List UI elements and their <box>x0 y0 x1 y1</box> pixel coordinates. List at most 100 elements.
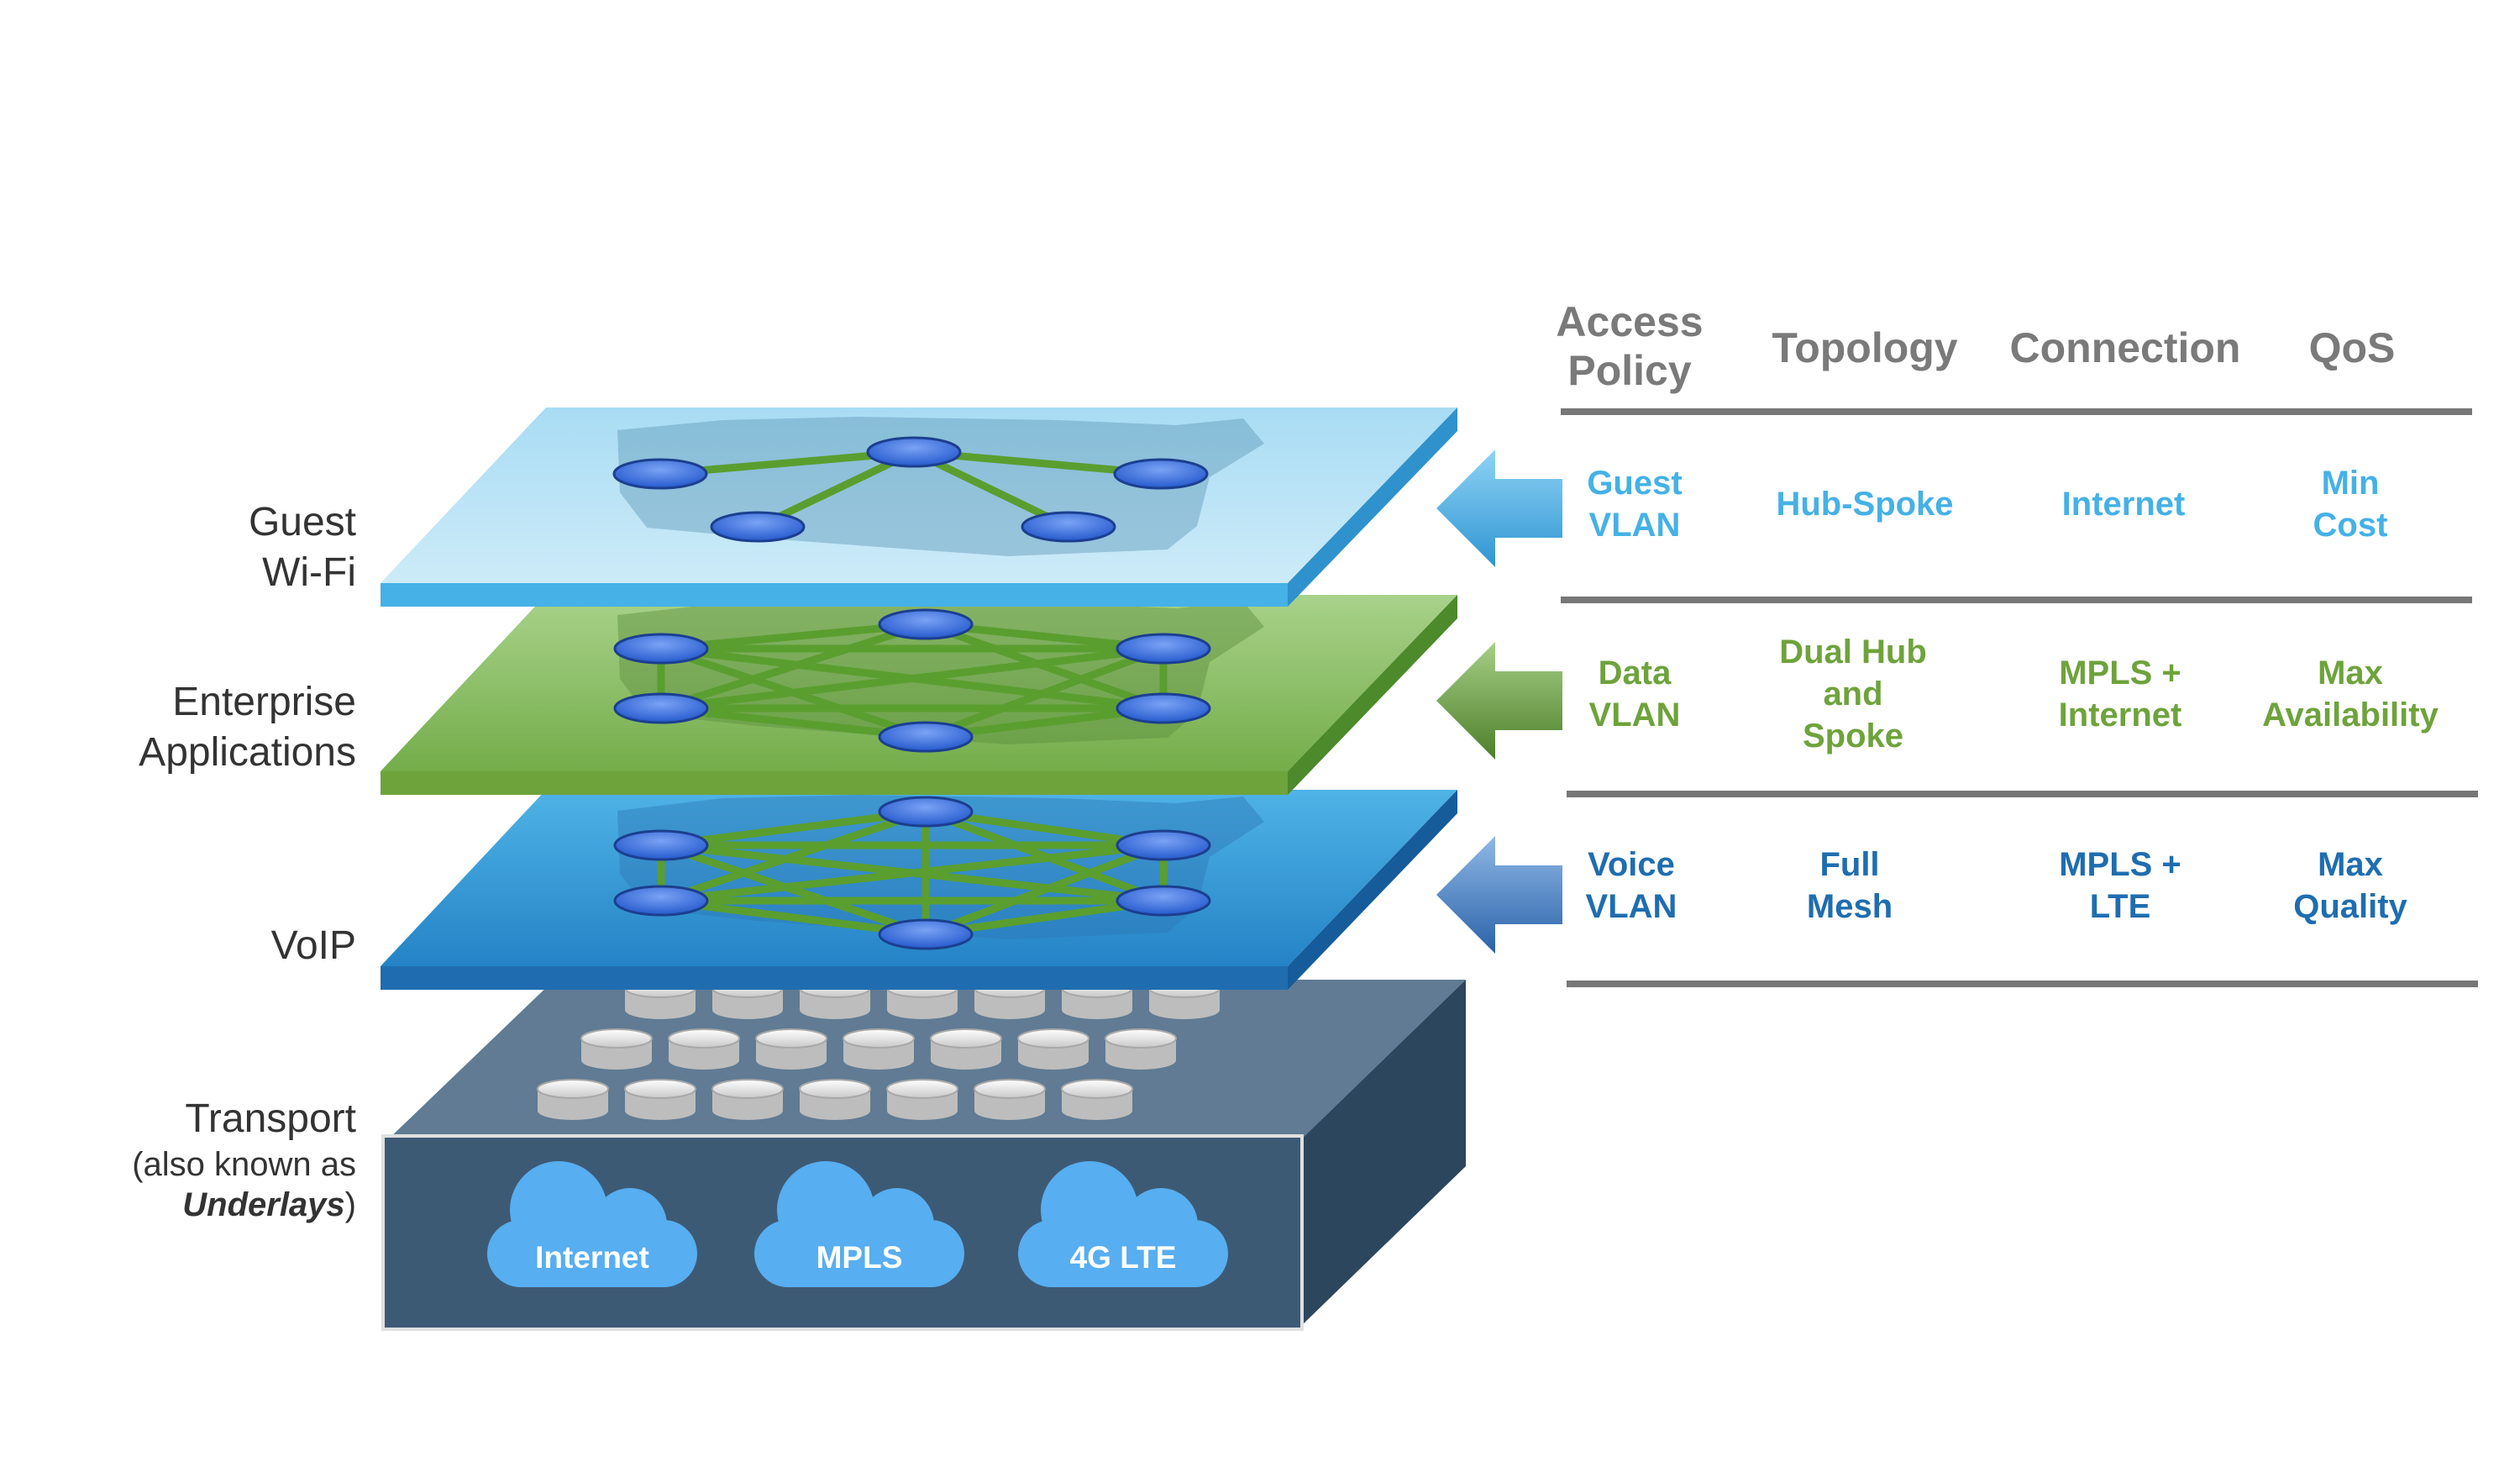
label-line: Enterprise <box>172 680 356 724</box>
router-disk-base <box>1062 1102 1132 1120</box>
enterprise-layer <box>381 595 1457 795</box>
cell-guest-wifi-access: Guest VLAN <box>1509 462 1761 546</box>
label-line: Wi-Fi <box>262 550 356 595</box>
cell-enterprise-connection: MPLS + Internet <box>1994 652 2246 736</box>
arrow-icon <box>1436 836 1562 954</box>
router-disk-base <box>887 1001 958 1019</box>
cell-line: VLAN <box>1588 697 1681 734</box>
enterprise-plane-front <box>381 771 1288 795</box>
voip-plane-side <box>1288 790 1457 990</box>
network-node <box>1116 885 1211 917</box>
enterprise-network <box>613 608 1211 753</box>
cell-line: MPLS + <box>2059 846 2181 883</box>
cloud-label-mpls: MPLS <box>816 1240 903 1275</box>
router-disk-base <box>1149 1001 1220 1019</box>
cell-line: Voice <box>1588 846 1675 883</box>
header-line: Policy <box>1567 347 1692 394</box>
label-line: Applications <box>139 730 356 775</box>
cell-line: MPLS + <box>2059 655 2181 691</box>
router-disk-top <box>711 1079 784 1099</box>
table-rule <box>1567 791 2478 797</box>
table-rule <box>1561 408 2472 415</box>
network-node <box>613 633 709 665</box>
network-node <box>1116 829 1211 861</box>
network-node <box>878 721 974 753</box>
transport-layer <box>381 978 1466 1331</box>
label-enterprise: Enterprise Applications <box>139 677 356 778</box>
network-link <box>657 841 1168 905</box>
underlays-term: Underlays <box>182 1186 345 1223</box>
network-node <box>1116 633 1211 665</box>
network-node <box>613 829 709 861</box>
header-topology: Topology <box>1772 324 1958 371</box>
table-rule <box>1561 597 2472 603</box>
label-line: VoIP <box>270 923 356 968</box>
router-disk-top <box>1061 1079 1133 1099</box>
network-node <box>710 511 806 543</box>
wifi-plane-side <box>1288 408 1457 607</box>
router-disk-base <box>800 1001 870 1019</box>
header-line: Access <box>1556 298 1704 345</box>
transport-clouds <box>487 1161 1228 1287</box>
router-disk-top <box>624 1079 696 1099</box>
router-disk-base <box>712 1102 783 1120</box>
cell-guest-wifi-connection: Internet <box>1998 483 2250 525</box>
cell-line: Internet <box>2061 486 2186 523</box>
router-disk-base <box>625 1102 696 1120</box>
router-disk-top <box>974 1079 1046 1099</box>
voip-layer <box>381 790 1457 990</box>
router-disk-base <box>625 1001 696 1019</box>
wifi-network <box>612 436 1209 543</box>
router-disk-base <box>538 1102 608 1120</box>
router-disk-top <box>668 1028 740 1049</box>
router-disk-top <box>799 1079 871 1099</box>
router-disk-base <box>669 1051 739 1070</box>
cell-line: LTE <box>2089 888 2151 925</box>
voip-network <box>613 796 1211 950</box>
network-node <box>866 436 962 468</box>
cloud-body <box>487 1220 697 1287</box>
router-disk-top <box>1017 1028 1089 1049</box>
network-node <box>1021 511 1116 543</box>
cell-guest-wifi-topology: Hub-Spoke <box>1739 483 1991 525</box>
router-disk-base <box>1105 1051 1176 1070</box>
cloud-body <box>754 1220 964 1287</box>
label-subline: Underlays) <box>132 1185 356 1225</box>
cell-voip-access: Voice VLAN <box>1505 844 1757 928</box>
cell-line: VLAN <box>1585 888 1677 925</box>
cell-line: and <box>1823 676 1883 712</box>
router-disk-top <box>1105 1028 1177 1049</box>
wifi-layer <box>381 408 1457 607</box>
cell-line: Guest <box>1587 465 1683 502</box>
cell-line: Data <box>1598 655 1672 691</box>
router-disk-base <box>1018 1051 1089 1070</box>
table-rule <box>1567 981 2478 987</box>
voip-arrow <box>1436 836 1562 954</box>
router-disk-top <box>843 1028 915 1049</box>
cell-voip-topology: Full Mesh <box>1724 844 1976 928</box>
network-node <box>1116 692 1211 724</box>
wifi-arrow <box>1436 450 1562 567</box>
wifi-plane-front <box>381 583 1288 607</box>
cell-line: Cost <box>2313 507 2388 544</box>
cell-line: Full <box>1819 846 1880 883</box>
router-disk-base <box>843 1051 914 1070</box>
enterprise-arrow <box>1436 642 1562 760</box>
label-line: Transport <box>185 1096 356 1141</box>
network-node <box>613 692 709 724</box>
network-node <box>612 458 708 490</box>
cell-line: Availability <box>2262 697 2439 734</box>
network-node <box>613 885 709 917</box>
network-link <box>657 644 1168 712</box>
network-node <box>1113 458 1209 490</box>
wifi-plane-top <box>381 408 1457 583</box>
network-node <box>878 918 974 950</box>
router-disk-base <box>1062 1001 1132 1019</box>
cell-enterprise-qos: Max Availability <box>2224 652 2476 736</box>
label-line: Guest <box>248 500 356 544</box>
cell-guest-wifi-qos: Min Cost <box>2224 462 2476 546</box>
cell-line: Hub-Spoke <box>1776 486 1954 523</box>
arrow-icon <box>1436 642 1562 760</box>
